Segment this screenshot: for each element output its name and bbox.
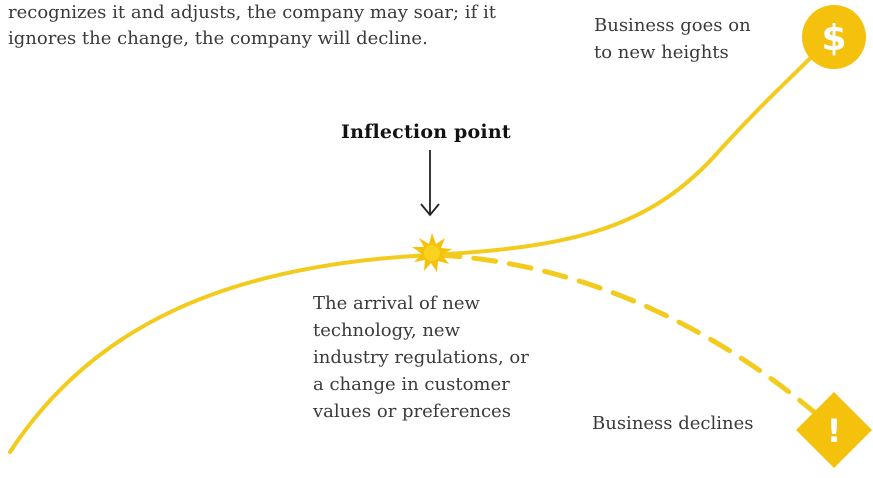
intro-line: ignores the change, the company will dec… <box>8 28 428 49</box>
intro-line: recognizes it and adjusts, the company m… <box>8 2 496 23</box>
down-arrow <box>420 150 440 217</box>
warning-icon: ! <box>796 392 872 468</box>
decline-curve <box>435 252 838 433</box>
growth-label-line: Business goes on <box>594 15 751 36</box>
intro-text: recognizes it and adjusts, the company m… <box>8 0 548 52</box>
description-line: technology, new <box>313 320 460 341</box>
inflection-description: The arrival of new technology, new indus… <box>313 290 529 425</box>
growth-label: Business goes on to new heights <box>594 12 751 66</box>
burst-icon <box>412 233 452 272</box>
description-line: The arrival of new <box>313 293 480 314</box>
growth-label-line: to new heights <box>594 42 729 63</box>
description-line: industry regulations, or <box>313 347 529 368</box>
growth-curve <box>8 38 830 454</box>
dollar-icon: $ <box>802 5 866 69</box>
description-line: a change in customer <box>313 374 510 395</box>
inflection-title: Inflection point <box>341 121 511 143</box>
description-line: values or preferences <box>313 401 511 422</box>
svg-text:$: $ <box>821 18 846 59</box>
decline-label: Business declines <box>592 413 754 434</box>
svg-text:!: ! <box>827 412 842 450</box>
